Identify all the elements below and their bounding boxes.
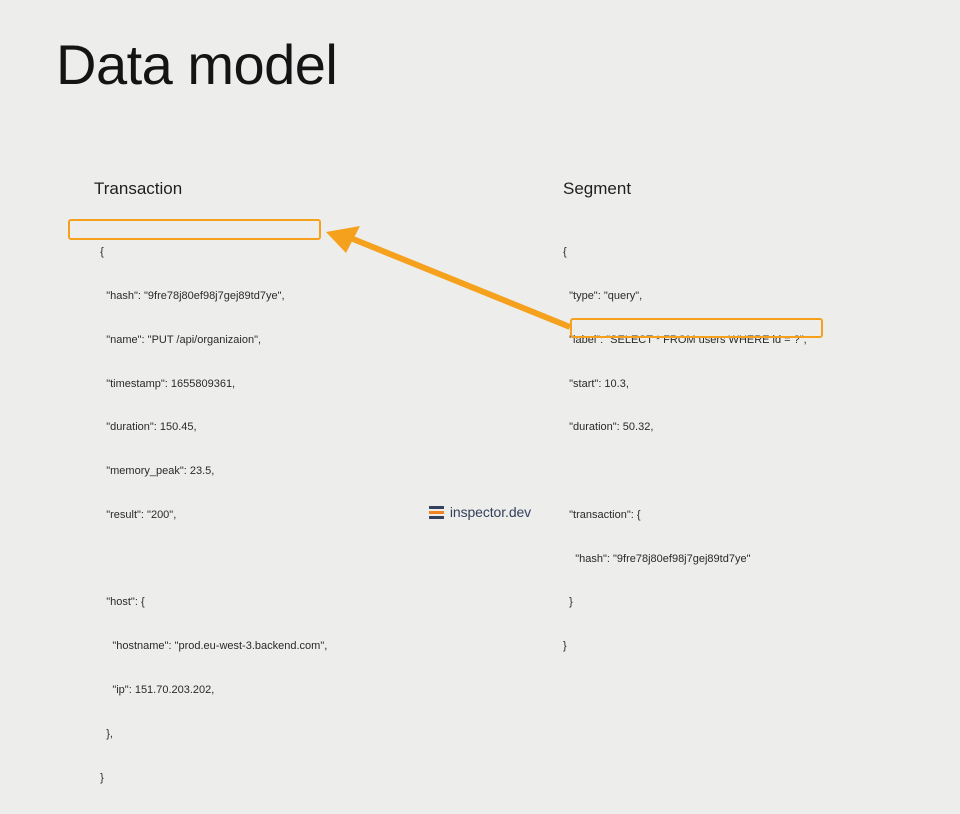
code-line-blank [94,552,474,567]
code-line: } [563,640,567,653]
code-line: "duration": 50.32, [563,421,654,434]
code-line: "ip": 151.70.203.202, [94,684,215,696]
segment-heading: Segment [563,179,632,198]
code-line: "memory_peak": 23.5, [94,465,215,478]
code-line: "transaction": { [563,508,641,521]
page-title: Data model [56,33,338,96]
code-line-hash: "hash": "9fre78j80ef98j7gej89td7ye", [94,289,285,302]
code-line: } [94,771,104,784]
code-line: "label": "SELECT * FROM users WHERE id =… [563,333,807,346]
code-line: }, [94,727,113,740]
code-line: "duration": 150.45, [94,421,197,434]
transaction-column: Transaction { "hash": "9fre78j80ef98j7ge… [94,178,474,814]
code-line: "hostname": "prod.eu-west-3.backend.com"… [94,640,328,653]
code-line: "type": "query", [563,289,643,302]
transaction-heading: Transaction [94,179,183,198]
code-line: "name": "PUT /api/organizaion", [94,333,262,346]
code-line: { [563,246,567,259]
footer-logo-text: inspector.dev [449,504,532,520]
segment-column: Segment { "type": "query", "label": "SEL… [563,178,943,683]
code-line-hash: "hash": "9fre78j80ef98j7gej89td7ye" [563,552,751,565]
slide-canvas: Data model Transaction { "hash": "9fre78… [0,33,960,784]
code-line: "timestamp": 1655809361, [94,377,236,390]
segment-code-block: { "type": "query", "label": "SELECT * FR… [563,216,943,683]
footer-logo: inspector.dev [0,504,960,520]
code-line: "host": { [94,596,145,609]
code-line: { [94,246,104,259]
code-line: "start": 10.3, [563,377,629,390]
code-line: "result": "200", [94,508,177,521]
code-line-blank [563,464,943,479]
code-line: } [563,596,573,609]
inspector-logo-icon [428,505,444,519]
